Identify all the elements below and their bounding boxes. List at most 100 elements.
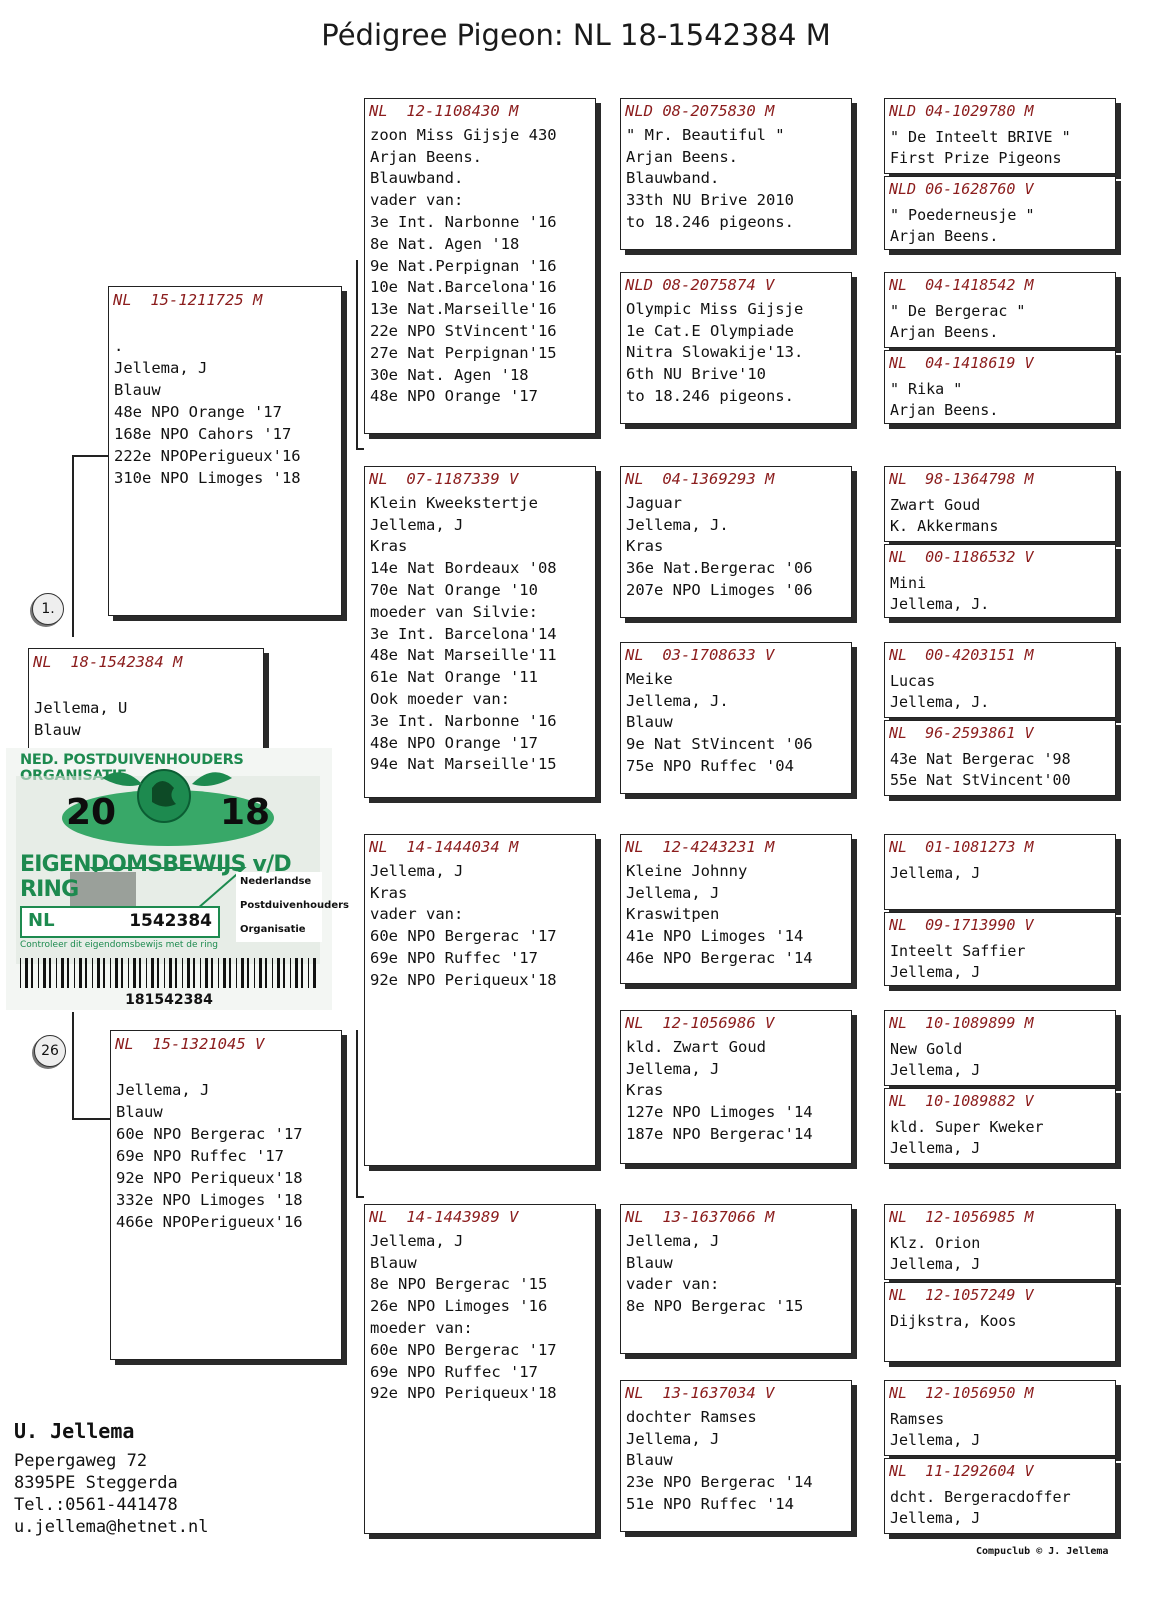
card-line: Blauw — [116, 1103, 163, 1121]
connector-line — [72, 1012, 74, 1118]
card-lines: Zwart Goud K. Akkermans — [885, 495, 1115, 539]
card-line: 26e NPO Limoges '16 — [370, 1297, 548, 1316]
map-shape — [70, 872, 136, 912]
card-line: 6th NU Brive'10 — [626, 365, 766, 384]
card-line: 69e NPO Ruffec '17 — [370, 1362, 538, 1381]
connector-line — [72, 1118, 112, 1120]
barcode-bar — [92, 958, 93, 988]
card-line: vader van: — [626, 1275, 720, 1294]
ancestor-card: NL 04-1418619 V " Rika " Arjan Beens. — [884, 350, 1116, 424]
barcode-bar — [128, 958, 129, 988]
card-line: Arjan Beens. — [890, 323, 999, 341]
card-lines: zoon Miss Gijsje 430 Arjan Beens. Blauwb… — [365, 125, 595, 410]
card-line: Kras — [626, 537, 664, 556]
card-line: Jellema, J — [890, 1255, 981, 1273]
card-line: 46e NPO Bergerac '14 — [626, 948, 813, 967]
ring-number: NL 15-1211725 M — [113, 291, 263, 309]
owner-postcode: 8395PE Steggerda — [14, 1473, 178, 1493]
card-line: Jellema, J — [626, 883, 720, 902]
barcode-bar — [139, 958, 141, 988]
ring-number: NL 12-1056950 M — [889, 1384, 1034, 1402]
barcode-bar — [259, 958, 262, 988]
ring-number: NL 00-1186532 V — [889, 548, 1034, 566]
certificate-year-left: 20 — [66, 792, 117, 833]
card-line: 48e NPO Orange '17 — [114, 403, 282, 421]
card-lines: Dijkstra, Koos — [885, 1311, 1115, 1334]
ring-number: NL 13-1637034 V — [625, 1384, 775, 1402]
card-line: New Gold — [890, 1040, 963, 1058]
npo-box — [236, 872, 322, 942]
card-line: Arjan Beens. — [370, 147, 482, 166]
ancestor-card: NL 11-1292604 V dcht. Bergeracdoffer Jel… — [884, 1458, 1116, 1534]
barcode-bar — [313, 958, 316, 988]
card-lines: Klein Kweekstertje Jellema, J Kras 14e N… — [365, 493, 595, 778]
card-line: Kras — [370, 883, 408, 902]
ring-number: NL 12-1108430 M — [369, 102, 519, 120]
card-line: 92e NPO Periqueux'18 — [370, 1384, 557, 1403]
ring-number: NL 03-1708633 V — [625, 646, 775, 664]
ring-number: NL 04-1369293 M — [625, 470, 775, 488]
barcode-bar — [175, 958, 177, 988]
card-line: 43e Nat Bergerac '98 — [890, 750, 1071, 768]
grandparent-card: NL 14-1444034 M Jellema, J Kras vader va… — [364, 834, 596, 1166]
card-line: 69e NPO Ruffec '17 — [116, 1147, 284, 1165]
great-grandparent-card: NL 12-1056986 V kld. Zwart Goud Jellema,… — [620, 1010, 852, 1164]
ring-number: NL 04-1418542 M — [889, 276, 1034, 294]
card-line: Jellema, J — [890, 1139, 981, 1157]
barcode-bar — [97, 958, 100, 988]
barcode-bar — [236, 958, 237, 988]
card-line: moeder van: — [370, 1318, 473, 1337]
barcode-bar — [308, 958, 309, 988]
card-line: 55e Nat StVincent'00 — [890, 771, 1071, 789]
card-lines: " Rika " Arjan Beens. — [885, 379, 1115, 423]
barcode-bar — [49, 958, 51, 988]
card-line: 70e Nat Orange '10 — [370, 580, 538, 599]
card-line: 9e Nat StVincent '06 — [626, 735, 813, 754]
card-line: Blauw — [626, 713, 673, 732]
barcode-bar — [200, 958, 201, 988]
barcode-bar — [290, 958, 291, 988]
ring-number: NLD 08-2075874 V — [625, 276, 775, 294]
emblem-bird-left — [102, 772, 142, 786]
card-line: Klein Kweekstertje — [370, 493, 538, 512]
card-line: 48e NPO Orange '17 — [370, 387, 538, 406]
ring-number: NL 00-4203151 M — [889, 646, 1034, 664]
card-line: 310e NPO Limoges '18 — [114, 469, 301, 487]
barcode-bar — [223, 958, 226, 988]
card-lines: " De Bergerac " Arjan Beens. — [885, 301, 1115, 345]
card-line: Ook moeder van: — [370, 689, 510, 708]
great-grandparent-card: NL 03-1708633 V Meike Jellema, J. Blauw … — [620, 642, 852, 794]
card-lines: 43e Nat Bergerac '98 55e Nat StVincent'0… — [885, 749, 1115, 793]
card-line: Jaguar — [626, 493, 682, 512]
card-line: 92e NPO Periqueux'18 — [370, 970, 557, 989]
card-line: First Prize Pigeons — [890, 149, 1062, 167]
ring-number: NL 09-1713990 V — [889, 916, 1034, 934]
barcode-bar — [38, 958, 39, 988]
card-line: " De Bergerac " — [890, 302, 1026, 320]
certificate-number: 1542384 — [129, 911, 212, 931]
card-lines: Lucas Jellema, J. — [885, 671, 1115, 715]
card-lines: dochter Ramses Jellema, J Blauw 23e NPO … — [621, 1407, 851, 1518]
card-line: Olympic Miss Gijsje — [626, 299, 804, 318]
ring-number: NL 14-1444034 M — [369, 838, 519, 856]
card-lines: Jellema, J — [885, 863, 1115, 886]
card-line: 332e NPO Limoges '18 — [116, 1191, 303, 1209]
card-line: 60e NPO Bergerac '17 — [370, 927, 557, 946]
owner-email: u.jellema@hetnet.nl — [14, 1517, 209, 1537]
ring-number: NL 18-1542384 M — [33, 653, 183, 671]
card-lines: Kleine Johnny Jellema, J Kraswitpen 41e … — [621, 861, 851, 972]
card-line: Jellema, J — [114, 359, 208, 377]
card-line: Blauw — [626, 1253, 673, 1272]
card-lines: . Jellema, J Blauw 48e NPO Orange '17 16… — [109, 335, 341, 491]
barcode-bar — [187, 958, 190, 988]
owner-block: U. Jellema Pepergaweg 72 8395PE Steggerd… — [14, 1420, 208, 1538]
card-lines: dcht. Bergeracdoffer Jellema, J — [885, 1487, 1115, 1531]
position-badge: 1. — [32, 593, 64, 625]
card-line: moeder van Silvie: — [370, 602, 538, 621]
card-line: Blauw — [34, 721, 81, 739]
barcode-bar — [121, 958, 123, 988]
card-lines: " De Inteelt BRIVE " First Prize Pigeons — [885, 127, 1115, 171]
card-line: Dijkstra, Koos — [890, 1312, 1017, 1330]
barcode-bar — [283, 958, 285, 988]
ancestor-card: NL 10-1089899 M New Gold Jellema, J — [884, 1010, 1116, 1086]
